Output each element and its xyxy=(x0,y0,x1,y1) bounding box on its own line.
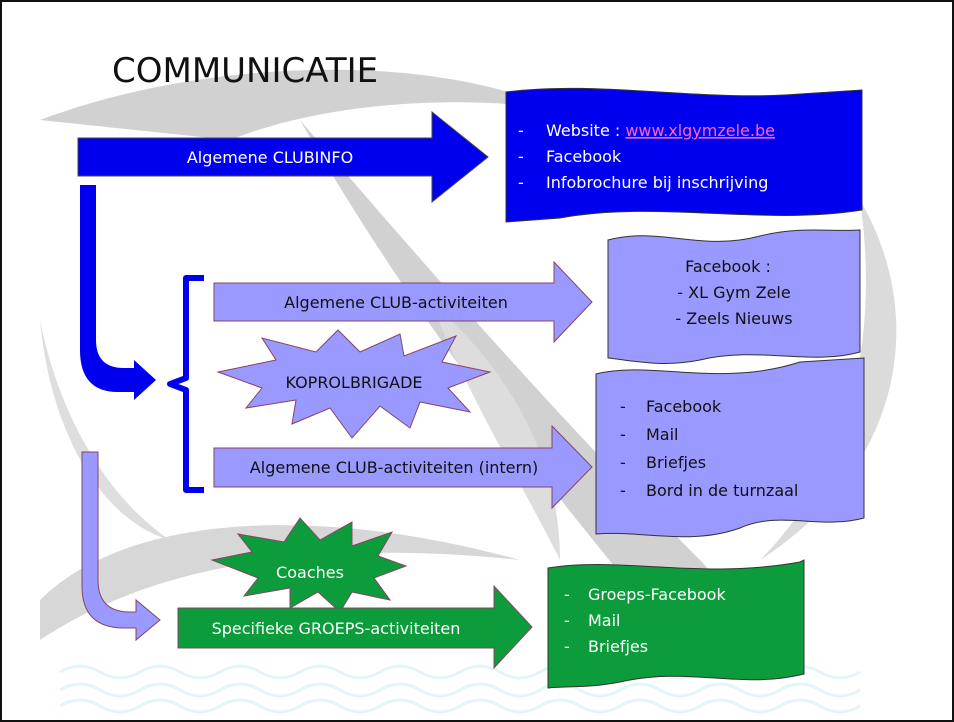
intern-bullet-4: - xyxy=(620,481,626,500)
facebook-box-item-2: - Zeels Nieuws xyxy=(675,309,792,328)
website-link[interactable]: www.xlgymzele.be xyxy=(625,121,775,140)
koprolbrigade-label: KOPROLBRIGADE xyxy=(285,373,422,392)
intern-bullet-2: - xyxy=(620,425,626,444)
intern-bullet-1: - xyxy=(620,397,626,416)
groeps-item-2: Mail xyxy=(588,611,621,630)
intern-channels-box xyxy=(595,357,865,538)
group-brace xyxy=(167,275,204,493)
intern-item-1: Facebook xyxy=(646,397,722,416)
main-clubinfo-arrow xyxy=(77,110,489,204)
groeps-down-connector xyxy=(81,451,161,642)
club-activities-arrow xyxy=(213,260,593,344)
clubinfo-item-facebook: Facebook xyxy=(546,147,622,166)
groeps-channels-box xyxy=(547,559,805,689)
clubinfo-down-connector xyxy=(80,185,156,400)
club-activities-intern-arrow xyxy=(213,424,593,510)
website-prefix: Website : xyxy=(546,121,625,140)
groeps-bullet-1: - xyxy=(564,585,570,604)
page-title: COMMUNICATIE xyxy=(112,51,378,91)
clubinfo-bullet-3: - xyxy=(518,173,524,192)
groeps-activities-arrow xyxy=(177,584,533,670)
groeps-bullet-3: - xyxy=(564,637,570,656)
intern-item-2: Mail xyxy=(646,425,679,444)
club-activities-label: Algemene CLUB-activiteiten xyxy=(284,293,508,312)
groeps-item-1: Groeps-Facebook xyxy=(588,585,726,604)
intern-item-3: Briefjes xyxy=(646,453,706,472)
facebook-box-title: Facebook : xyxy=(685,257,771,276)
groeps-activities-label: Specifieke GROEPS-activiteiten xyxy=(212,619,461,638)
groeps-bullet-2: - xyxy=(564,611,570,630)
koprolbrigade-burst xyxy=(216,329,492,439)
clubinfo-bullet-2: - xyxy=(518,147,524,166)
facebook-channels-box xyxy=(607,229,861,364)
clubinfo-item-brochure: Infobrochure bij inschrijving xyxy=(546,173,768,192)
main-clubinfo-label: Algemene CLUBINFO xyxy=(187,148,353,167)
clubinfo-channels-box xyxy=(505,87,863,223)
groeps-item-3: Briefjes xyxy=(588,637,648,656)
clubinfo-bullet-1: - xyxy=(518,121,524,140)
intern-bullet-3: - xyxy=(620,453,626,472)
intern-item-4: Bord in de turnzaal xyxy=(646,481,798,500)
coaches-burst xyxy=(210,517,408,613)
clubinfo-item-website: Website : www.xlgymzele.be xyxy=(546,121,775,140)
facebook-box-item-1: - XL Gym Zele xyxy=(677,283,790,302)
coaches-label: Coaches xyxy=(276,563,344,582)
club-activities-intern-label: Algemene CLUB-activiteiten (intern) xyxy=(250,458,538,477)
